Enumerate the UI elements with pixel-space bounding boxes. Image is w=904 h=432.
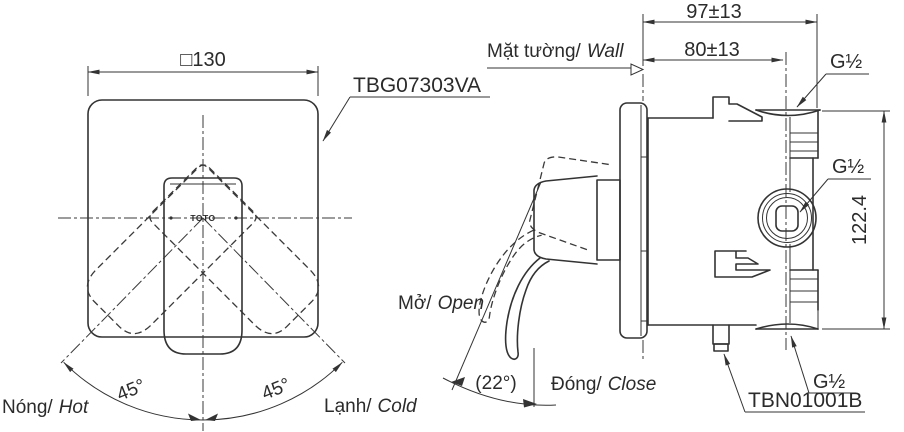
label-open: Mở/Open [398,293,484,314]
label-hot-en: Hot [59,397,89,418]
label-close-vi: Đóng/ [551,374,602,395]
label-thread-top: G½ [830,51,863,73]
middle-port-ring [762,193,812,243]
valve-body [647,96,821,352]
angle-arc [442,377,557,406]
thread-callout-middle: G½ [799,156,871,213]
middle-port-outer [757,188,817,248]
handle-ghost-left [78,161,260,343]
label-thread-bottom: G½ [813,371,846,393]
dimension-depth-total: 97±13 [642,1,818,108]
label-hot-vi: Nóng/ [2,397,53,418]
lever-open-ghost [475,141,610,343]
trim-code-callout: TBG07303VA [322,74,490,142]
label-valve-code: TBN01001B [748,389,862,412]
mounting-lug-top [712,96,763,122]
middle-port-ring [766,197,808,239]
cartridge-collar [596,179,621,261]
thread-callout-bottom: G½ [790,335,856,394]
leader-line [322,96,351,142]
label-thread-middle: G½ [832,156,865,178]
label-wall: Mặt tường/Wall [487,41,624,62]
wall-arrow [630,63,645,76]
plate-side-profile [619,102,648,339]
label-wall-vi: Mặt tường/ [487,41,582,62]
dimension-depth-port: 80±13 [642,39,784,63]
dim-open-angle: (22°) [475,373,516,394]
dimension-body-height: 122.4 [822,110,890,330]
label-open-en: Open [438,293,484,314]
dim-wall-to-end: 97±13 [686,1,741,23]
dim-wall-to-port: 80±13 [684,39,739,61]
centerline-diagonal-right [202,217,346,364]
handle-ghost-right [146,161,328,343]
open-angle-annotation: (22°) [442,181,557,408]
leader-line [723,353,746,413]
handle-dot-right [234,216,238,220]
open-direction-line [451,181,542,391]
dimension-plate-square: □130 [87,49,319,96]
angle-arrow-left [451,377,465,386]
thread-callout-top: G½ [796,51,869,108]
centerline-diagonal-left [60,217,204,364]
brand-logo: TOTO [190,213,215,223]
bottom-tab [712,324,730,345]
label-cold-vi: Lạnh/ [324,396,372,417]
closed-position-arrow-left [188,413,201,421]
bottom-tab-step [713,343,729,352]
label-close-en: Close [608,374,657,395]
front-view: □130 TOTO 45° 45° Nóng/Hot Lạ [2,49,490,431]
label-cold-en: Cold [378,396,419,417]
mounting-lug-middle [714,250,771,278]
angle-arrow-right [523,399,537,408]
label-close: Đóng/Close [551,374,656,395]
side-view: Mặt tường/Wall 97±13 80±13 122.4 [398,1,890,413]
dim-plate-square: □130 [180,49,225,71]
closed-position-arrow-right [205,413,218,421]
handle-dot-left [169,216,173,220]
wall-callout: Mặt tường/Wall [487,41,645,76]
dim-swing-left: 45° [114,375,149,405]
dim-body-height: 122.4 [849,195,871,245]
label-trim-code: TBG07303VA [353,74,481,97]
middle-port-socket [775,205,799,232]
label-open-vi: Mở/ [398,293,432,314]
label-hot: Nóng/Hot [2,397,89,418]
lever-side [504,175,598,360]
label-wall-en: Wall [587,41,624,62]
label-cold: Lạnh/Cold [324,396,418,417]
handle-front: TOTO [163,177,243,355]
valve-code-callout: TBN01001B [723,353,865,413]
